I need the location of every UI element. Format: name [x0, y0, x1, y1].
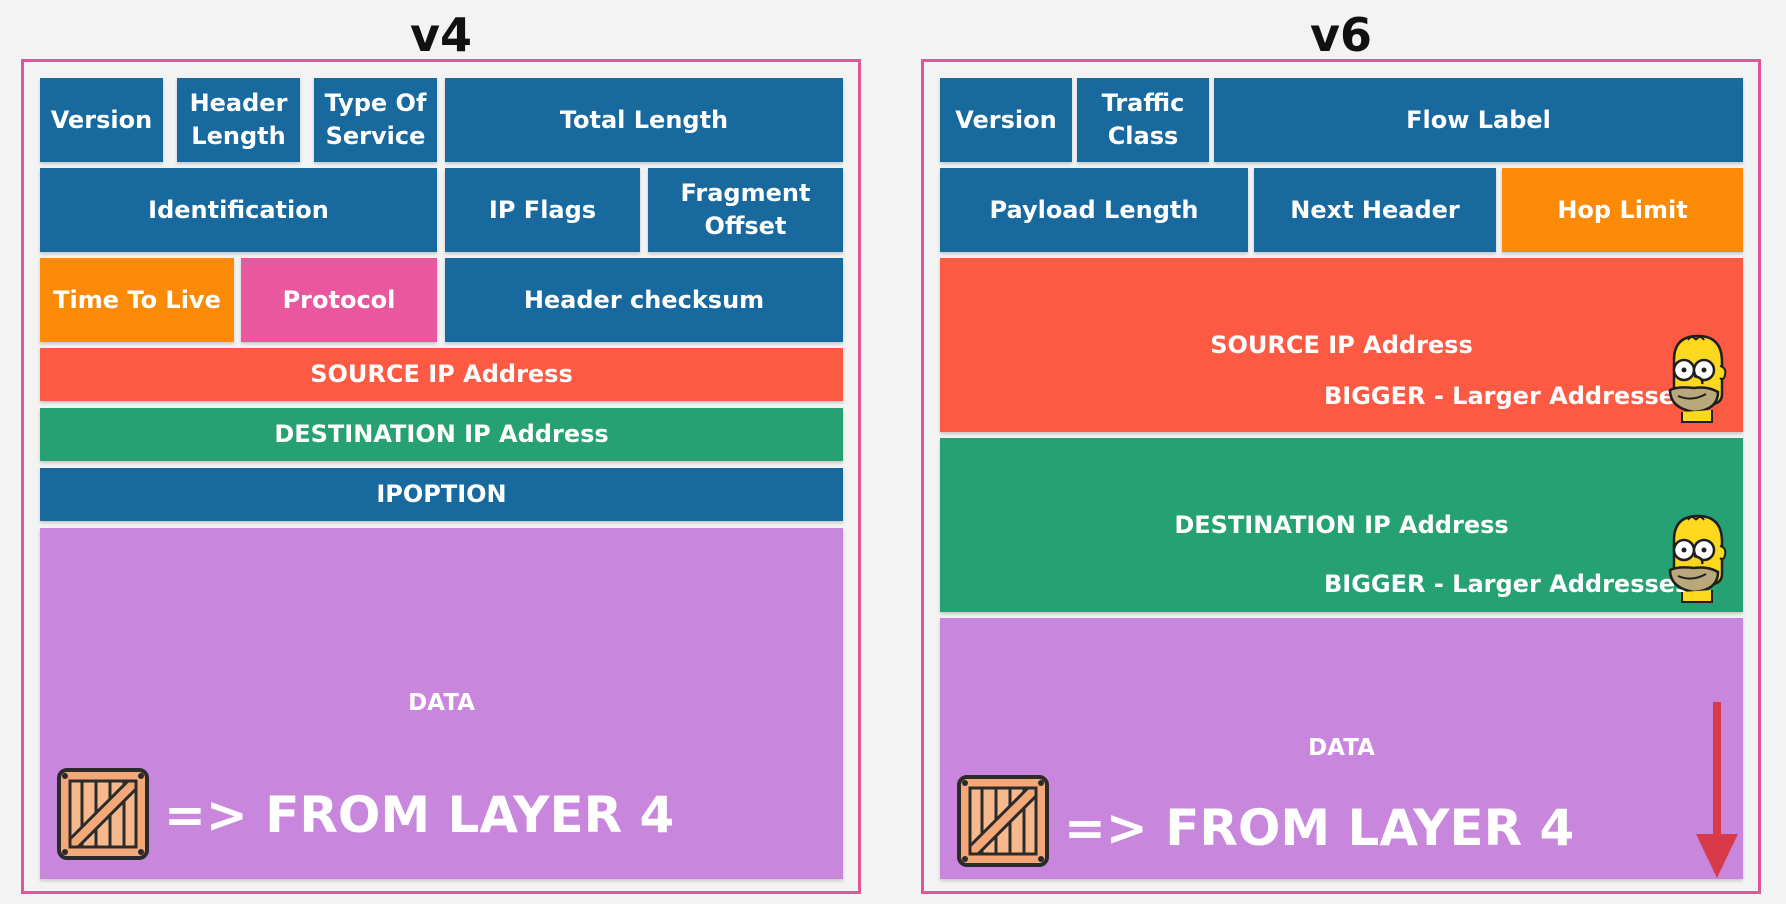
v6-header-panel	[921, 59, 1761, 894]
v6-traffic-class-field: Traffic Class	[1077, 78, 1209, 162]
v6-hop-limit-field: Hop Limit	[1502, 168, 1743, 252]
v4-protocol-field: Protocol	[241, 258, 437, 342]
v6-source-ip-field: SOURCE IP Address	[940, 258, 1743, 432]
v4-ip-flags-field: IP Flags	[445, 168, 640, 252]
homer-simpson-icon	[1668, 334, 1727, 423]
v6-destination-ip-label: DESTINATION IP Address	[1174, 511, 1509, 539]
v4-total-length-field: Total Length	[445, 78, 843, 162]
v4-data-label: DATA	[408, 690, 475, 716]
v4-identification-field: Identification	[40, 168, 437, 252]
v6-next-header-field: Next Header	[1254, 168, 1496, 252]
v4-time-to-live-field: Time To Live	[40, 258, 234, 342]
v6-flow-label-field: Flow Label	[1214, 78, 1743, 162]
v6-destination-ip-field: DESTINATION IP Address	[940, 438, 1743, 612]
v6-source-note: BIGGER - Larger Addresses	[1324, 382, 1690, 410]
v4-type-of-service-field: Type Of Service	[314, 78, 437, 162]
v4-data-field: DATA	[40, 528, 843, 879]
v6-version-field: Version	[940, 78, 1072, 162]
wooden-crate-icon	[957, 775, 1049, 867]
v6-title: v6	[1310, 8, 1372, 62]
v4-version-field: Version	[40, 78, 163, 162]
v4-from-layer-4-label: => FROM LAYER 4	[164, 786, 675, 844]
v6-payload-length-field: Payload Length	[940, 168, 1248, 252]
v4-header-length-field: Header Length	[177, 78, 300, 162]
v6-destination-note: BIGGER - Larger Addresses	[1324, 570, 1690, 598]
v6-source-ip-label: SOURCE IP Address	[1210, 331, 1473, 359]
homer-simpson-icon	[1668, 514, 1727, 603]
v6-data-field: DATA	[940, 618, 1743, 879]
v4-header-panel	[21, 59, 861, 894]
down-arrow-icon	[1696, 702, 1738, 878]
v6-from-layer-4-label: => FROM LAYER 4	[1064, 799, 1575, 857]
v4-fragment-offset-field: Fragment Offset	[648, 168, 843, 252]
v4-ipoption-field: IPOPTION	[40, 468, 843, 521]
v4-header-checksum-field: Header checksum	[445, 258, 843, 342]
v6-data-label: DATA	[1308, 735, 1375, 761]
v4-destination-ip-field: DESTINATION IP Address	[40, 408, 843, 461]
v4-source-ip-field: SOURCE IP Address	[40, 348, 843, 401]
v4-title: v4	[410, 8, 472, 62]
wooden-crate-icon	[57, 768, 149, 860]
